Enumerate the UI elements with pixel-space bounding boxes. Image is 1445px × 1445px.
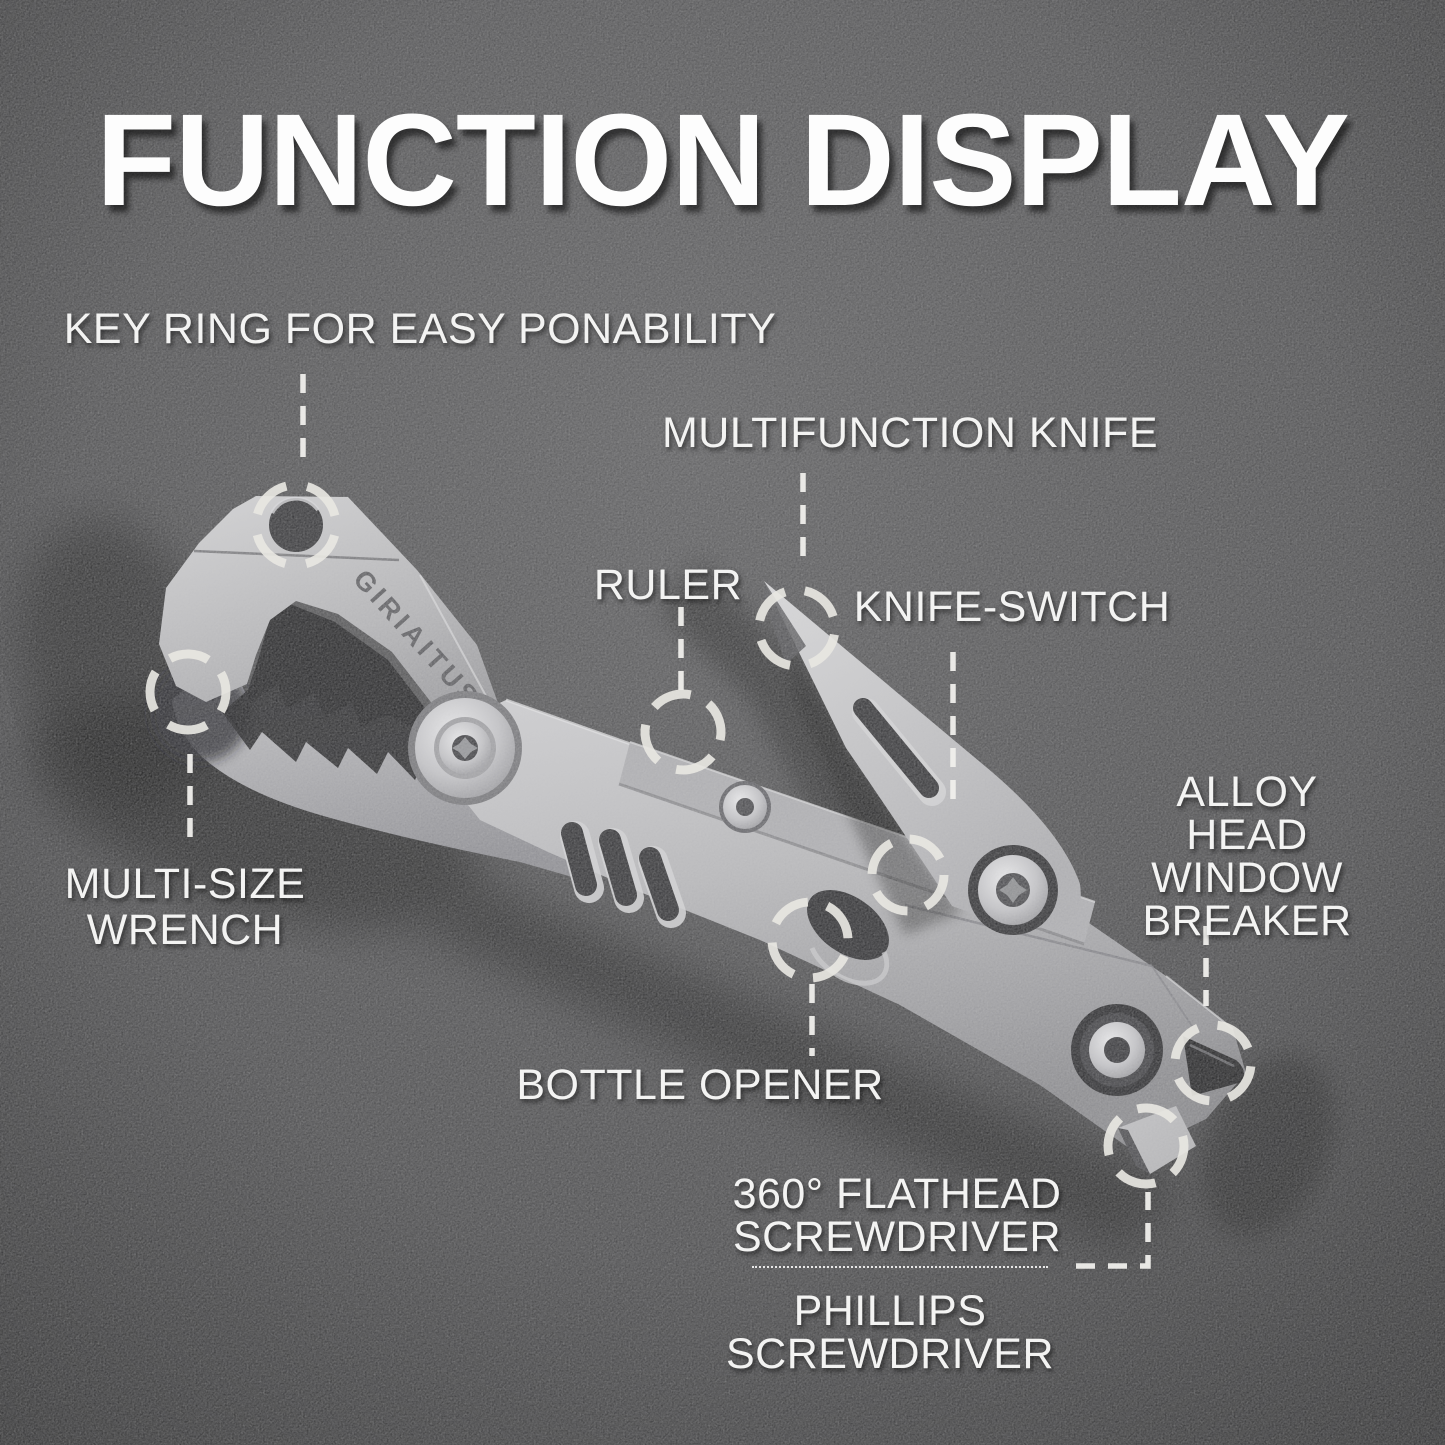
callout-circle-driver: [1103, 1103, 1189, 1189]
label-flathead-screwdriver: 360° FLATHEAD SCREWDRIVER: [732, 1170, 1062, 1261]
callout-circle-knife-switch: [867, 834, 949, 916]
label-key-ring: KEY RING FOR EASY PONABILITY: [63, 305, 777, 353]
callout-circle-knife-tip: [754, 585, 840, 671]
callout-circles: [145, 480, 1256, 1189]
driver-divider-line: [752, 1266, 1048, 1268]
callout-circle-ruler: [640, 689, 726, 775]
page-title: FUNCTION DISPLAY: [96, 86, 1350, 233]
label-alloy-head-window-breaker: ALLOY HEAD WINDOW BREAKER: [1142, 768, 1352, 945]
callout-circle-keyring: [251, 480, 341, 570]
label-ruler: RULER: [593, 561, 743, 609]
label-multi-size-wrench: MULTI-SIZE WRENCH: [64, 860, 306, 954]
label-knife-switch: KNIFE-SWITCH: [853, 583, 1171, 631]
callout-line-driver-elbow: [1076, 1192, 1151, 1269]
label-phillips-screwdriver: PHILLIPS SCREWDRIVER: [725, 1287, 1055, 1378]
callout-circle-breaker: [1170, 1020, 1256, 1106]
callout-circle-wrench: [145, 649, 231, 735]
callout-circle-bottle-opener: [767, 897, 853, 983]
label-bottle-opener: BOTTLE OPENER: [516, 1061, 884, 1109]
callout-lines: [187, 374, 1209, 1269]
label-multifunction-knife: MULTIFUNCTION KNIFE: [661, 409, 1159, 457]
